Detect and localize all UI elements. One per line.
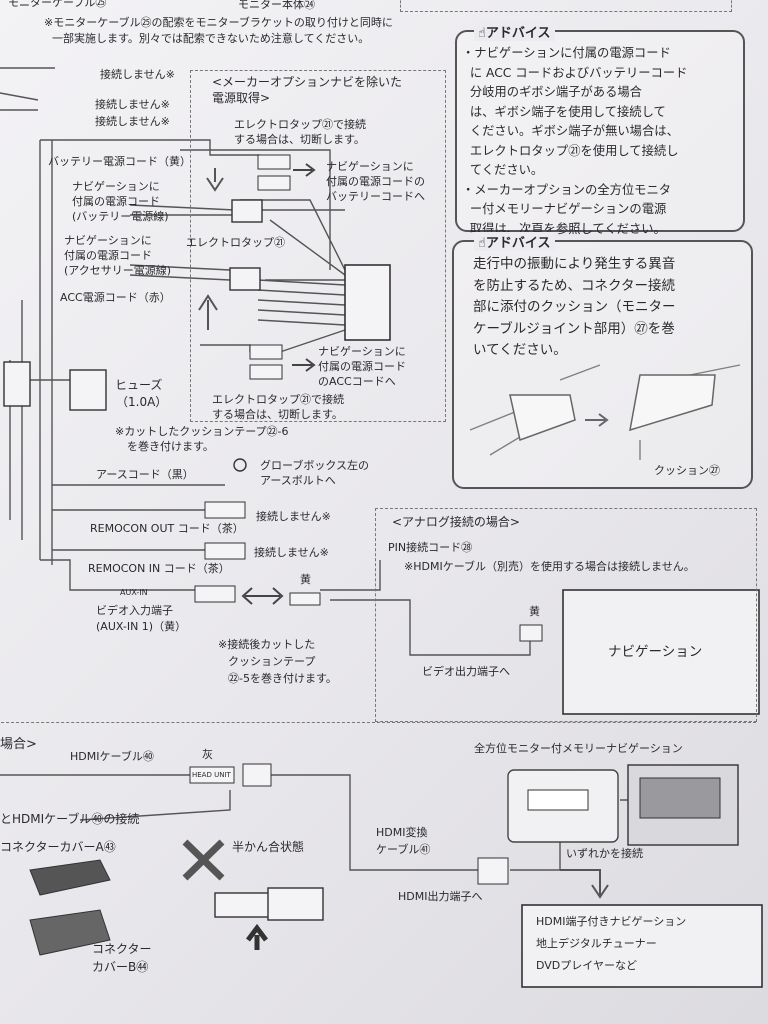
maker-option-title: 電源取得>: [212, 91, 271, 105]
to-acc-label: ナビゲーションに: [318, 345, 406, 358]
advice-title: ☝アドバイス: [474, 22, 555, 41]
earth-cord-label: アースコード（黒）: [96, 468, 194, 481]
not-connected-label: 接続しません※: [95, 98, 170, 111]
memory-nav-label: 全方位モニター付メモリーナビゲーション: [474, 742, 683, 755]
acc-cord-label: ACC電源コード（赤）: [60, 291, 171, 304]
devices-label: 地上デジタルチューナー: [536, 937, 657, 950]
devices-label: DVDプレイヤーなど: [536, 959, 637, 972]
half-fit-label: 半かん合状態: [232, 840, 305, 854]
video-cushion-note: ※接続後カットした: [218, 638, 316, 651]
to-acc-label: のACCコードへ: [318, 375, 396, 388]
cover-b-label: コネクター: [92, 942, 152, 956]
hdmi-converter-label: HDMI変換: [376, 826, 428, 839]
aux-in-tag: AUX-IN: [120, 588, 148, 597]
nav-acc-label: 付属の電源コード: [64, 249, 152, 262]
nav-acc-label: ナビゲーションに: [64, 234, 152, 247]
hand-icon: ☝: [478, 236, 486, 251]
advice-box-1: [455, 30, 745, 232]
gray-label: 灰: [202, 748, 213, 761]
remocon-out-status: 接続しません※: [256, 510, 331, 523]
hdmi-section-title: 場合>: [0, 737, 37, 752]
nav-battery-label: ナビゲーションに: [72, 180, 160, 193]
hdmi-output-label: HDMI出力端子へ: [398, 890, 483, 903]
not-connected-label: 接続しません※: [95, 115, 170, 128]
video-input-label: (AUX-IN 1)（黄）: [96, 620, 187, 633]
devices-label: HDMI端子付きナビゲーション: [536, 915, 687, 928]
monitor-body-label: モニター本体㉔: [238, 0, 315, 11]
electro-tap-note: する場合は、切断します。: [234, 133, 365, 146]
electro-tap-note: エレクトロタップ㉑で接続: [234, 118, 366, 131]
yellow-label: 黄: [300, 573, 311, 586]
glove-box-label: アースボルトへ: [260, 474, 336, 487]
hdmi-section-box: [0, 722, 756, 1023]
battery-cord-label: バッテリー電源コード（黄）: [48, 155, 191, 168]
video-cushion-note: ㉒-5を巻き付けます。: [228, 672, 337, 685]
maker-option-box: [190, 70, 446, 422]
hdmi-cable-label: HDMIケーブル㊵: [70, 750, 154, 763]
to-acc-label: 付属の電源コード: [318, 360, 406, 373]
fuse-label: ヒューズ: [115, 378, 163, 392]
glove-box-label: グローブボックス左の: [260, 459, 370, 472]
head-unit-tag: HEAD UNIT: [192, 771, 231, 779]
remocon-in-status: 接続しません※: [254, 546, 329, 559]
advice-box-2: [452, 240, 753, 489]
nav-acc-label: (アクセサリー電源線): [64, 264, 172, 277]
not-connected-label: 接続しません※: [100, 68, 175, 81]
to-battery-label: 付属の電源コードの: [326, 175, 425, 188]
video-input-label: ビデオ入力端子: [96, 604, 173, 617]
top-note-line2: 一部実施します。別々では配索できないため注意してください。: [52, 32, 370, 45]
analog-connection-box: [375, 508, 757, 722]
to-battery-label: ナビゲーションに: [326, 160, 414, 173]
fuse-cushion-note: ※カットしたクッションテープ㉒-6: [115, 425, 289, 438]
cover-a-label: コネクターカバーA㊸: [0, 840, 116, 854]
hand-icon: ☝: [478, 26, 486, 41]
fuse-value: （1.0A）: [116, 395, 168, 409]
nav-battery-label: 付属の電源コード: [72, 195, 160, 208]
top-note-box: [400, 0, 732, 12]
advice-body-2: 走行中の振動により発生する異音 を防止するため、コネクター接続 部に添付のクッシ…: [473, 256, 676, 358]
maker-option-title: <メーカーオプションナビを除いた: [212, 75, 403, 89]
cover-b-label: カバーB㊹: [92, 960, 149, 974]
top-note-line1: ※モニターケーブル㉕の配索をモニターブラケットの取り付けと同時に: [44, 16, 393, 29]
advice-body-1: ・ナビゲーションに付属の電源コード に ACC コードおよびバッテリーコード 分…: [462, 46, 688, 236]
video-output-label: ビデオ出力端子へ: [422, 665, 510, 678]
navigation-label: ナビゲーション: [608, 644, 703, 660]
hdmi-connection-title: とHDMIケーブル㊵の接続: [0, 812, 140, 826]
electro-tap-label: エレクトロタップ㉑: [186, 236, 285, 249]
cushion-label: クッション㉗: [654, 464, 720, 477]
video-cushion-note: クッションテープ: [228, 655, 316, 668]
fuse-cushion-note: を巻き付けます。: [127, 440, 214, 453]
electro-tap-note: する場合は、切断します。: [212, 408, 343, 421]
remocon-out-label: REMOCON OUT コード（茶）: [90, 522, 244, 535]
nav-battery-label: (バッテリー電源線): [72, 210, 169, 223]
either-connect-label: いずれかを接続: [566, 847, 643, 860]
to-battery-label: バッテリーコードへ: [326, 190, 425, 203]
pin-cord-label: PIN接続コード㉘: [388, 541, 473, 554]
yellow-label: 黄: [529, 605, 540, 618]
analog-title: <アナログ接続の場合>: [392, 515, 520, 529]
electro-tap-note: エレクトロタップ㉑で接続: [212, 393, 344, 406]
monitor-cable-label: モニターケーブル㉕: [8, 0, 107, 9]
remocon-in-label: REMOCON IN コード（茶）: [88, 562, 230, 575]
hdmi-note: ※HDMIケーブル（別売）を使用する場合は接続しません。: [404, 560, 695, 573]
hdmi-converter-label: ケーブル㊶: [376, 843, 431, 856]
advice-title: ☝アドバイス: [474, 232, 555, 251]
